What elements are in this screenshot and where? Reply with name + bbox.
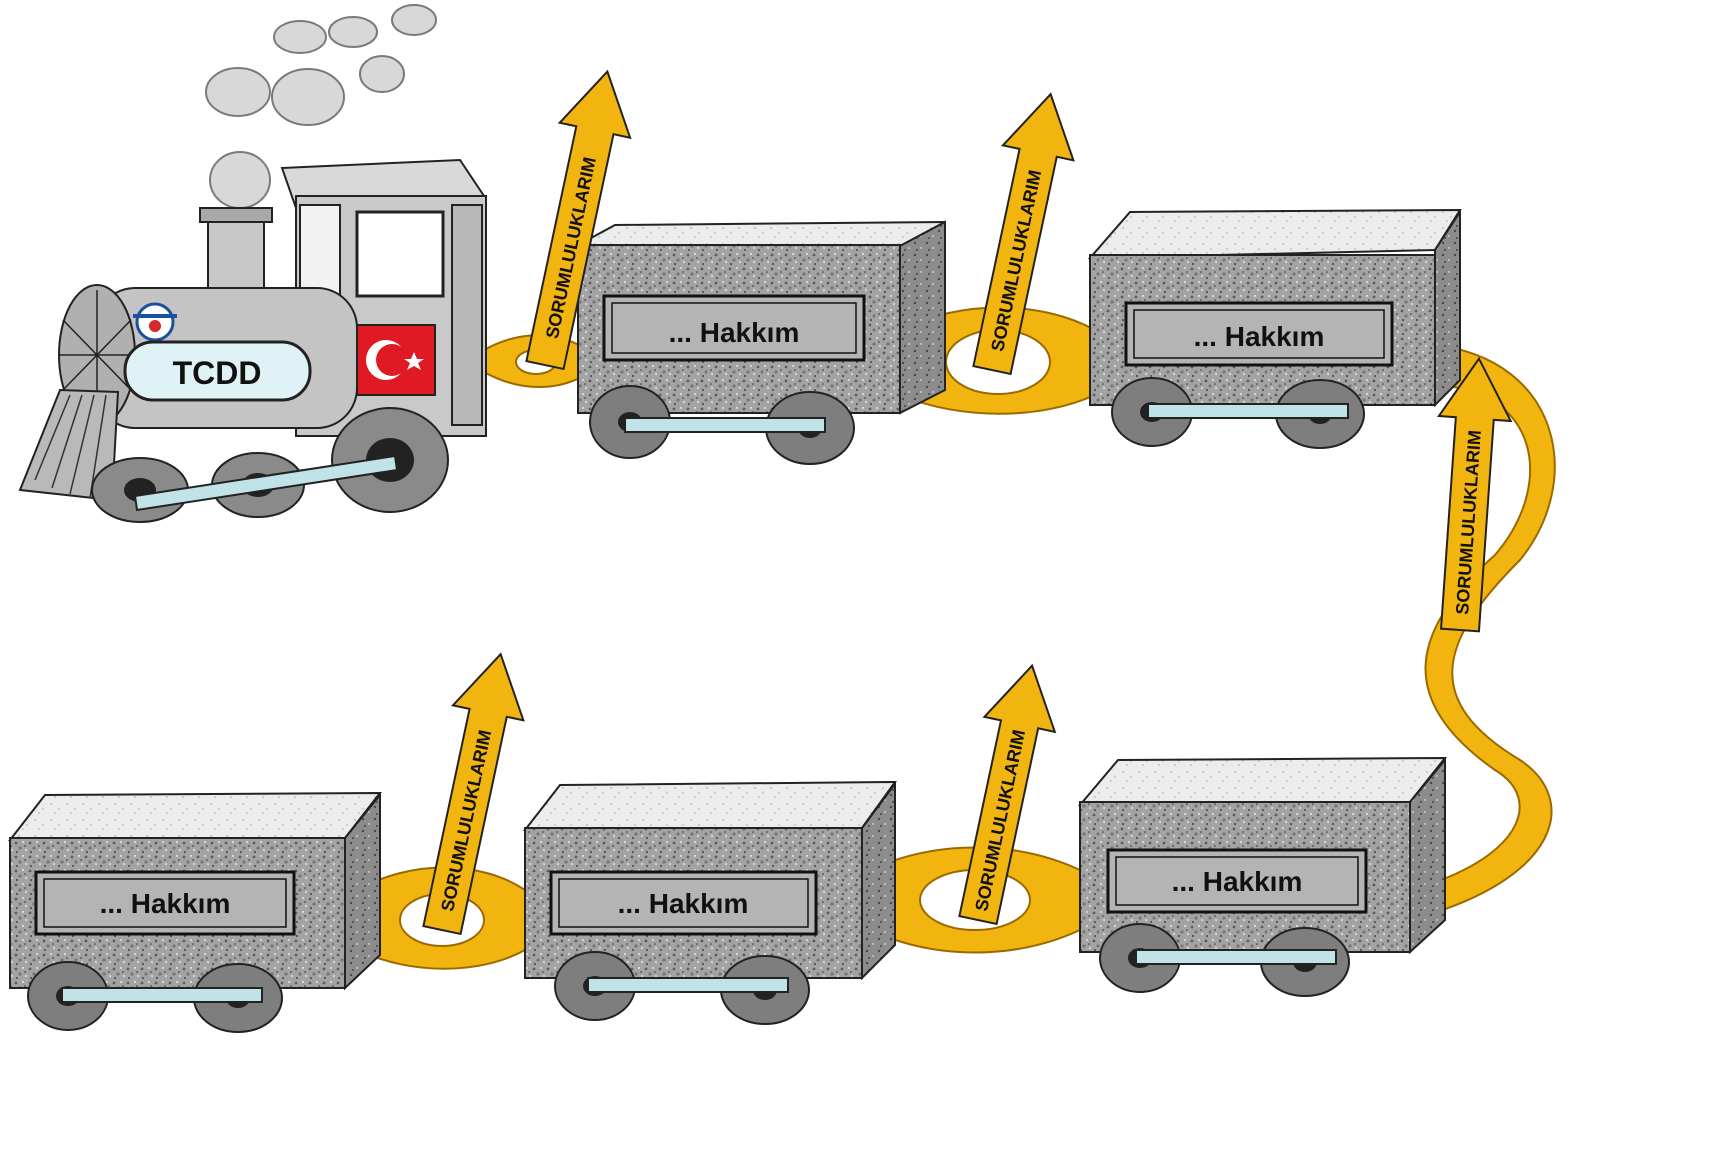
- wagon-label: ... Hakkım: [1194, 321, 1325, 352]
- train-diagram: TCDD ... Hakkım: [0, 0, 1568, 1040]
- wagon-label: ... Hakkım: [669, 317, 800, 348]
- wagon-label: ... Hakkım: [100, 888, 231, 919]
- chimney: [208, 210, 264, 300]
- locomotive: TCDD: [20, 160, 486, 522]
- wagon-2: ... Hakkım: [1090, 210, 1460, 448]
- wagon-4: ... Hakkım: [525, 782, 895, 1024]
- wagon-5: ... Hakkım: [10, 793, 380, 1032]
- wagon-3: ... Hakkım: [1080, 758, 1445, 996]
- wagon-1: ... Hakkım: [578, 222, 945, 464]
- cab-window: [357, 212, 443, 296]
- wagon-label: ... Hakkım: [1172, 866, 1303, 897]
- wagon-label: ... Hakkım: [618, 888, 749, 919]
- locomotive-name: TCDD: [173, 355, 262, 391]
- turkish-flag-icon: [357, 325, 435, 395]
